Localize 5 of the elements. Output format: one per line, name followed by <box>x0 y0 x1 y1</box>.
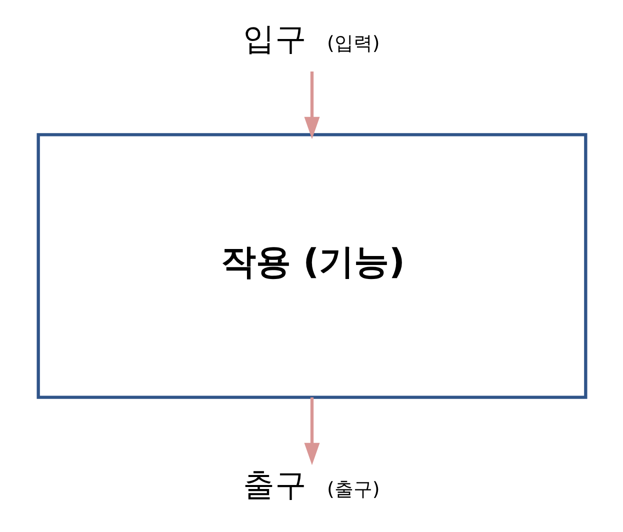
node-text: 출구 (출구) <box>242 467 380 504</box>
arrow <box>304 71 320 140</box>
node-box: 작용 (기능) <box>36 133 587 399</box>
node-text: 입구 (입력) <box>242 21 380 58</box>
arrow <box>304 397 320 466</box>
